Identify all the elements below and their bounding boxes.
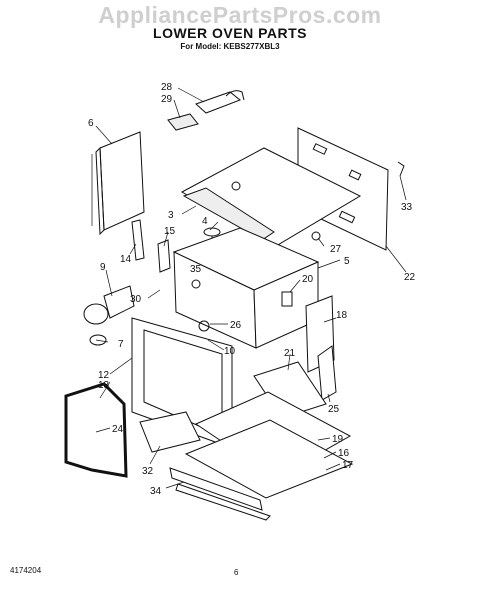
callout-25: 25 <box>328 404 340 415</box>
page-number: 6 <box>234 568 239 577</box>
part-bottom-trim <box>139 411 201 453</box>
callout-24: 24 <box>112 424 124 435</box>
part-vent-duct <box>167 90 245 131</box>
part-igniter <box>83 285 135 346</box>
callout-20: 20 <box>302 274 314 285</box>
callout-30: 30 <box>130 294 142 305</box>
callout-26: 26 <box>230 320 242 331</box>
callout-7: 7 <box>118 339 124 350</box>
callout-35: 35 <box>190 264 202 275</box>
part-kick-plate <box>169 467 271 521</box>
model-subtitle: For Model: KEBS277XBL3 <box>180 42 280 51</box>
callout-29: 29 <box>161 94 173 105</box>
callout-34: 34 <box>150 486 162 497</box>
callout-13: 13 <box>98 380 110 391</box>
callout-12: 12 <box>98 370 110 381</box>
callout-labels: 28 29 6 33 3 15 4 27 14 5 22 9 35 20 30 … <box>88 82 416 497</box>
callout-5: 5 <box>344 256 350 267</box>
watermark: AppliancePartsPros.com <box>98 2 382 28</box>
callout-3: 3 <box>168 210 174 221</box>
callout-19: 19 <box>332 434 344 445</box>
page-title: LOWER OVEN PARTS <box>153 25 307 41</box>
callout-4: 4 <box>202 216 208 227</box>
callout-6: 6 <box>88 118 94 129</box>
callout-22: 22 <box>404 272 416 283</box>
callout-27: 27 <box>330 244 342 255</box>
callout-9: 9 <box>100 262 106 273</box>
part-brackets <box>131 219 171 273</box>
callout-16: 16 <box>338 448 350 459</box>
callout-18: 18 <box>336 310 348 321</box>
callout-14: 14 <box>120 254 132 265</box>
callout-17: 17 <box>342 460 354 471</box>
part-top-panel <box>180 147 362 247</box>
part-door-gasket <box>64 382 128 478</box>
callout-33: 33 <box>401 202 413 213</box>
callout-15: 15 <box>164 226 176 237</box>
leader-lines <box>95 87 407 489</box>
callout-32: 32 <box>142 466 154 477</box>
part-latch <box>317 345 337 401</box>
part-oven-liner <box>172 227 320 349</box>
part-bottom-panel <box>184 391 354 499</box>
callout-28: 28 <box>161 82 173 93</box>
callout-10: 10 <box>224 346 236 357</box>
callout-21: 21 <box>284 348 296 359</box>
document-number: 4174204 <box>10 566 42 575</box>
part-side-panel <box>91 131 145 236</box>
